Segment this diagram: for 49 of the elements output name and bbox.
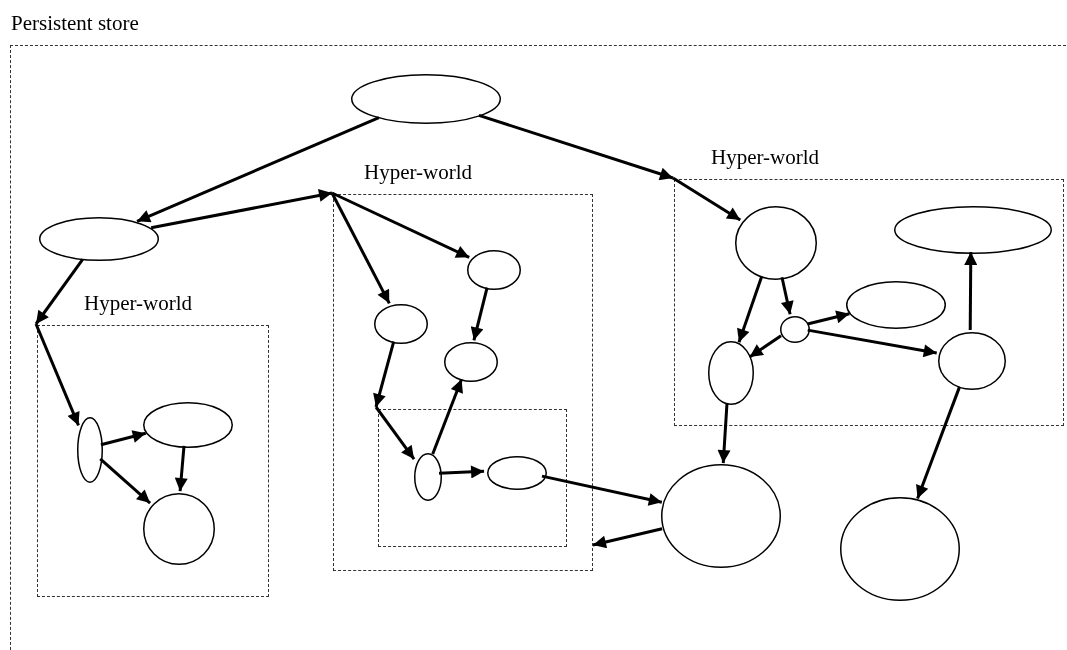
ellipse-node	[351, 74, 501, 124]
dashed-box	[378, 409, 567, 547]
group-title: Hyper-world	[84, 290, 193, 316]
group-title: Hyper-world	[711, 144, 820, 170]
circle-node	[938, 332, 1006, 390]
arrow	[916, 386, 962, 500]
arrow	[34, 323, 80, 426]
arrow	[592, 527, 663, 549]
ellipse-node	[414, 453, 442, 501]
circle-node	[143, 493, 215, 565]
group-title: Hyper-world	[364, 159, 473, 185]
arrow	[373, 341, 396, 408]
arrow	[100, 430, 147, 447]
arrow	[174, 445, 188, 492]
circle-node	[661, 464, 781, 568]
arrow	[34, 258, 84, 325]
ellipse-node	[444, 342, 498, 382]
ellipse-node	[846, 281, 946, 329]
ellipse-node	[708, 341, 754, 405]
arrow	[748, 334, 782, 359]
ellipse-node	[374, 304, 428, 344]
arrow	[374, 406, 416, 460]
circle-node	[780, 316, 810, 343]
ellipse-node	[894, 206, 1052, 254]
arrow	[807, 310, 850, 326]
arrow	[99, 457, 152, 505]
arrow	[807, 328, 937, 358]
circle-node	[735, 206, 817, 280]
arrow	[541, 474, 663, 506]
arrow	[150, 189, 333, 230]
arrow	[672, 176, 742, 222]
ellipse-node	[39, 217, 159, 261]
ellipse-node	[77, 417, 103, 483]
arrow	[330, 192, 391, 305]
arrow	[737, 275, 764, 343]
ellipse-node	[467, 250, 521, 290]
arrow	[438, 465, 485, 479]
arrow	[717, 402, 731, 464]
arrow	[964, 252, 978, 330]
ellipse-node	[487, 456, 547, 490]
arrow	[478, 113, 674, 181]
arrow	[780, 276, 794, 315]
group-title: Persistent store	[11, 10, 139, 36]
arrow	[431, 378, 463, 455]
arrow	[331, 191, 470, 259]
ellipse-node	[143, 402, 233, 448]
arrow	[136, 116, 380, 223]
arrow	[470, 287, 489, 341]
circle-node	[840, 497, 960, 601]
